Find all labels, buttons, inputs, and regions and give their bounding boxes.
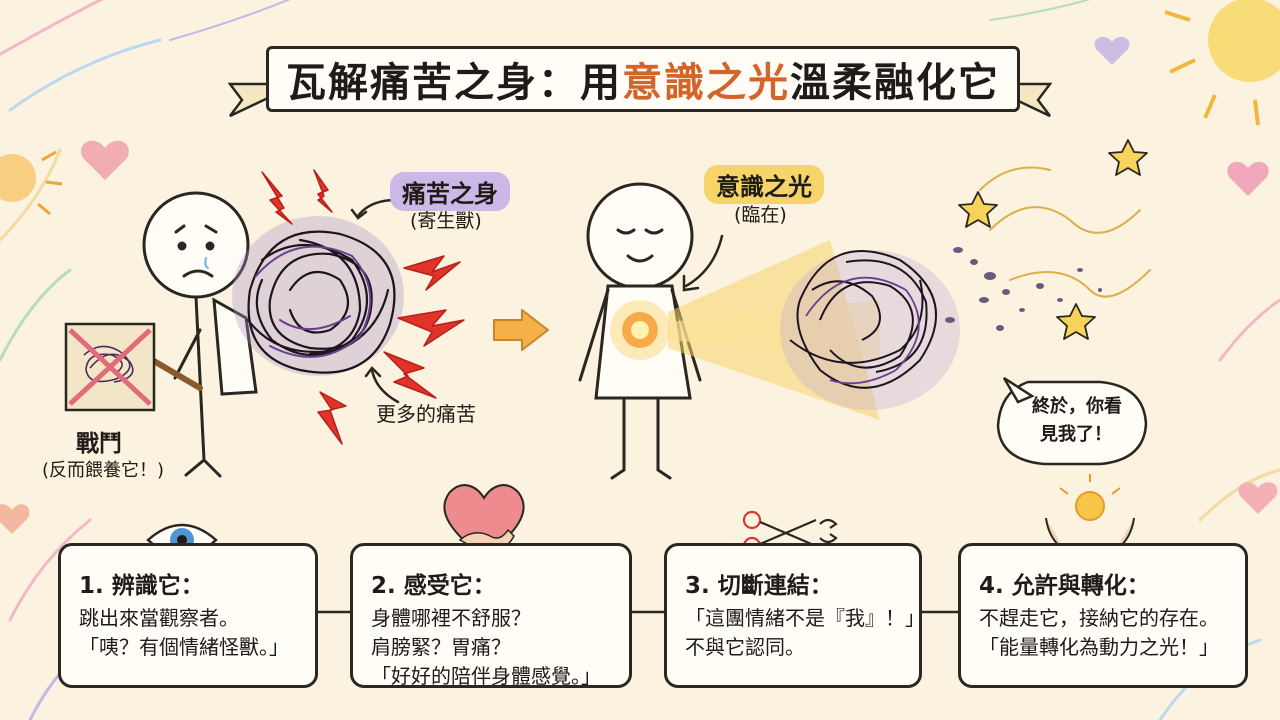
sad-figure	[142, 191, 258, 478]
fight-sub: (反而餵養它！)	[42, 460, 165, 481]
step-card-2: 2. 感受它： 身體哪裡不舒服？ 肩膀緊？胃痛？ 「好好的陪伴身體感覺。」	[350, 543, 632, 688]
dissolve-particles	[945, 247, 1102, 331]
step-card-1: 1. 辨識它： 跳出來當觀察者。 「咦？有個情緒怪獸。」	[58, 543, 318, 688]
heart-icon	[0, 504, 30, 534]
step-line: 「咦？有個情緒怪獸。」	[79, 635, 289, 659]
speech-line-2: 見我了！	[1040, 424, 1112, 445]
step-line: 「能量轉化為動力之光！」	[979, 635, 1219, 659]
light-sub: (臨在)	[734, 204, 787, 226]
heart-icon	[81, 140, 129, 180]
pain-body-sub: (寄生獸)	[410, 210, 482, 232]
heart-light-icon	[610, 300, 670, 360]
heart-icon	[1238, 482, 1278, 514]
step-card-4: 4. 允許與轉化： 不趕走它，接納它的存在。 「能量轉化為動力之光！」	[958, 543, 1248, 688]
step-line: 「這團情緒不是『我』！」	[685, 606, 925, 630]
step-title: 4. 允許與轉化：	[979, 573, 1150, 599]
title-accent: 意識之光	[622, 60, 790, 106]
fight-label: 戰鬥	[76, 431, 122, 457]
more-pain-label: 更多的痛苦	[376, 402, 476, 426]
sun-icon	[1164, 0, 1280, 126]
melting-pain-scribble	[780, 250, 960, 410]
pain-body-scribble	[232, 216, 404, 376]
sun-icon	[0, 150, 63, 216]
label-arrow	[684, 234, 724, 288]
step-line: 身體哪裡不舒服？	[371, 606, 531, 630]
title-banner: 瓦解痛苦之身：用意識之光溫柔融化它	[228, 38, 1052, 120]
step-card-3: 3. 切斷連結： 「這團情緒不是『我』！」 不與它認同。	[664, 543, 925, 688]
step-line: 不與它認同。	[685, 635, 805, 659]
step-line: 跳出來當觀察者。	[79, 606, 239, 630]
speech-bubble	[996, 376, 1148, 466]
scissors-icon	[742, 510, 838, 556]
crossed-box-icon	[64, 322, 156, 412]
step-line: 「好好的陪伴身體感覺。」	[371, 664, 601, 688]
star-icon	[958, 139, 1148, 340]
heart-icon	[1094, 36, 1130, 65]
step-line: 肩膀緊？胃痛？	[371, 635, 511, 659]
pain-body-label: 痛苦之身	[390, 172, 510, 211]
dissolve-swirls	[979, 166, 1151, 298]
heart-icon	[1227, 161, 1269, 196]
title-text-end: 溫柔融化它	[790, 60, 1000, 106]
light-label: 意識之光	[704, 165, 824, 204]
step-title: 3. 切斷連結：	[685, 573, 833, 599]
right-arrow-icon	[493, 309, 549, 351]
title-text: 瓦解痛苦之身：用	[286, 60, 622, 106]
step-title: 1. 辨識它：	[79, 573, 204, 599]
label-arrow	[370, 368, 400, 404]
pain-zigzag-icon	[261, 169, 465, 445]
page-title: 瓦解痛苦之身：用意識之光溫柔融化它	[266, 46, 1020, 112]
step-line: 不趕走它，接納它的存在。	[979, 606, 1219, 630]
speech-line-1: 終於，你看	[1032, 396, 1122, 417]
step-title: 2. 感受它：	[371, 573, 496, 599]
